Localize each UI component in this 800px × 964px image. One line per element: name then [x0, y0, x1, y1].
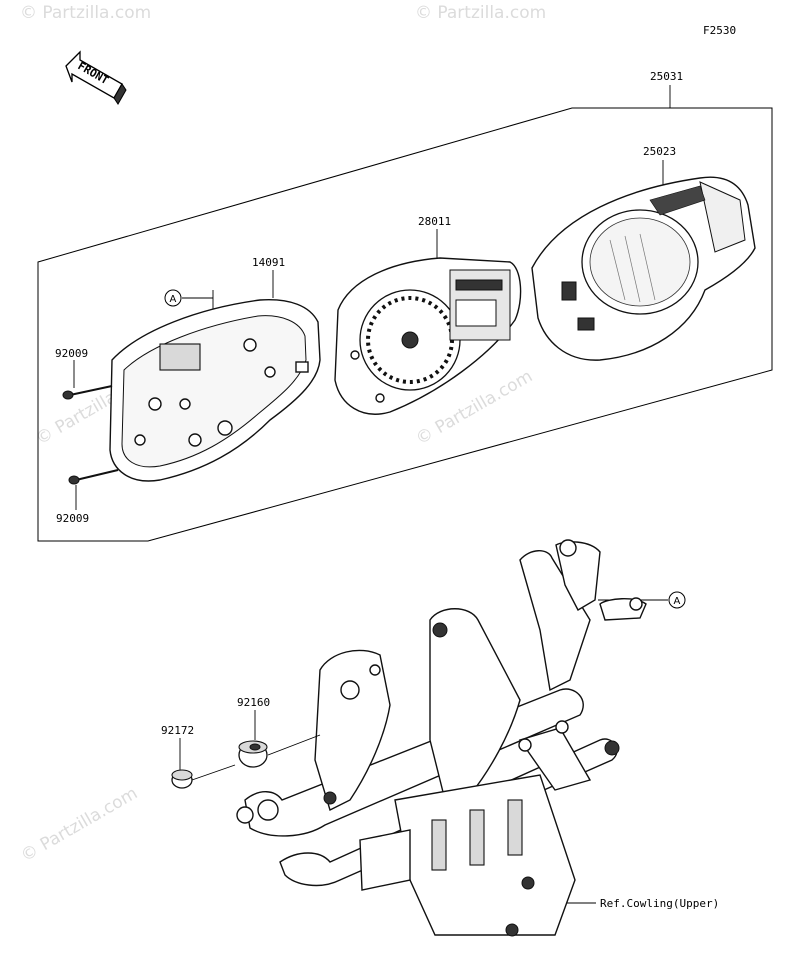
- watermark-low-left: © Partzilla.com: [18, 783, 142, 866]
- assembly-frame: [37, 107, 773, 542]
- label-14091: 14091: [252, 256, 285, 269]
- figure-code: F2530: [703, 24, 736, 37]
- label-28011: 28011: [418, 215, 451, 228]
- watermark-top-center: © Partzilla.com: [415, 3, 546, 23]
- label-92172: 92172: [161, 724, 194, 737]
- callout-a-top: A: [164, 289, 182, 307]
- label-92009-top: 92009: [55, 347, 88, 360]
- label-25023: 25023: [643, 145, 676, 158]
- label-25031: 25031: [650, 70, 683, 83]
- damper-92160: [238, 734, 321, 768]
- collar-92172: [171, 764, 236, 789]
- screw-92009-bottom: [68, 469, 119, 485]
- callout-a-bracket-letter: A: [674, 596, 681, 607]
- label-92160: 92160: [237, 696, 270, 709]
- screw-92009-top: [62, 385, 113, 400]
- meter-assy-28011: [334, 257, 522, 415]
- watermark-top-left: © Partzilla.com: [20, 3, 151, 23]
- callout-a-top-letter: A: [170, 294, 177, 305]
- meter-cover-25023: [531, 176, 756, 361]
- meter-case-14091: [109, 299, 321, 482]
- reference-note: Ref.Cowling(Upper): [600, 897, 719, 910]
- front-arrow: FRONT: [65, 50, 127, 105]
- label-92009-bottom: 92009: [56, 512, 89, 525]
- meter-bracket: [236, 539, 647, 937]
- callout-a-bracket: A: [668, 591, 686, 609]
